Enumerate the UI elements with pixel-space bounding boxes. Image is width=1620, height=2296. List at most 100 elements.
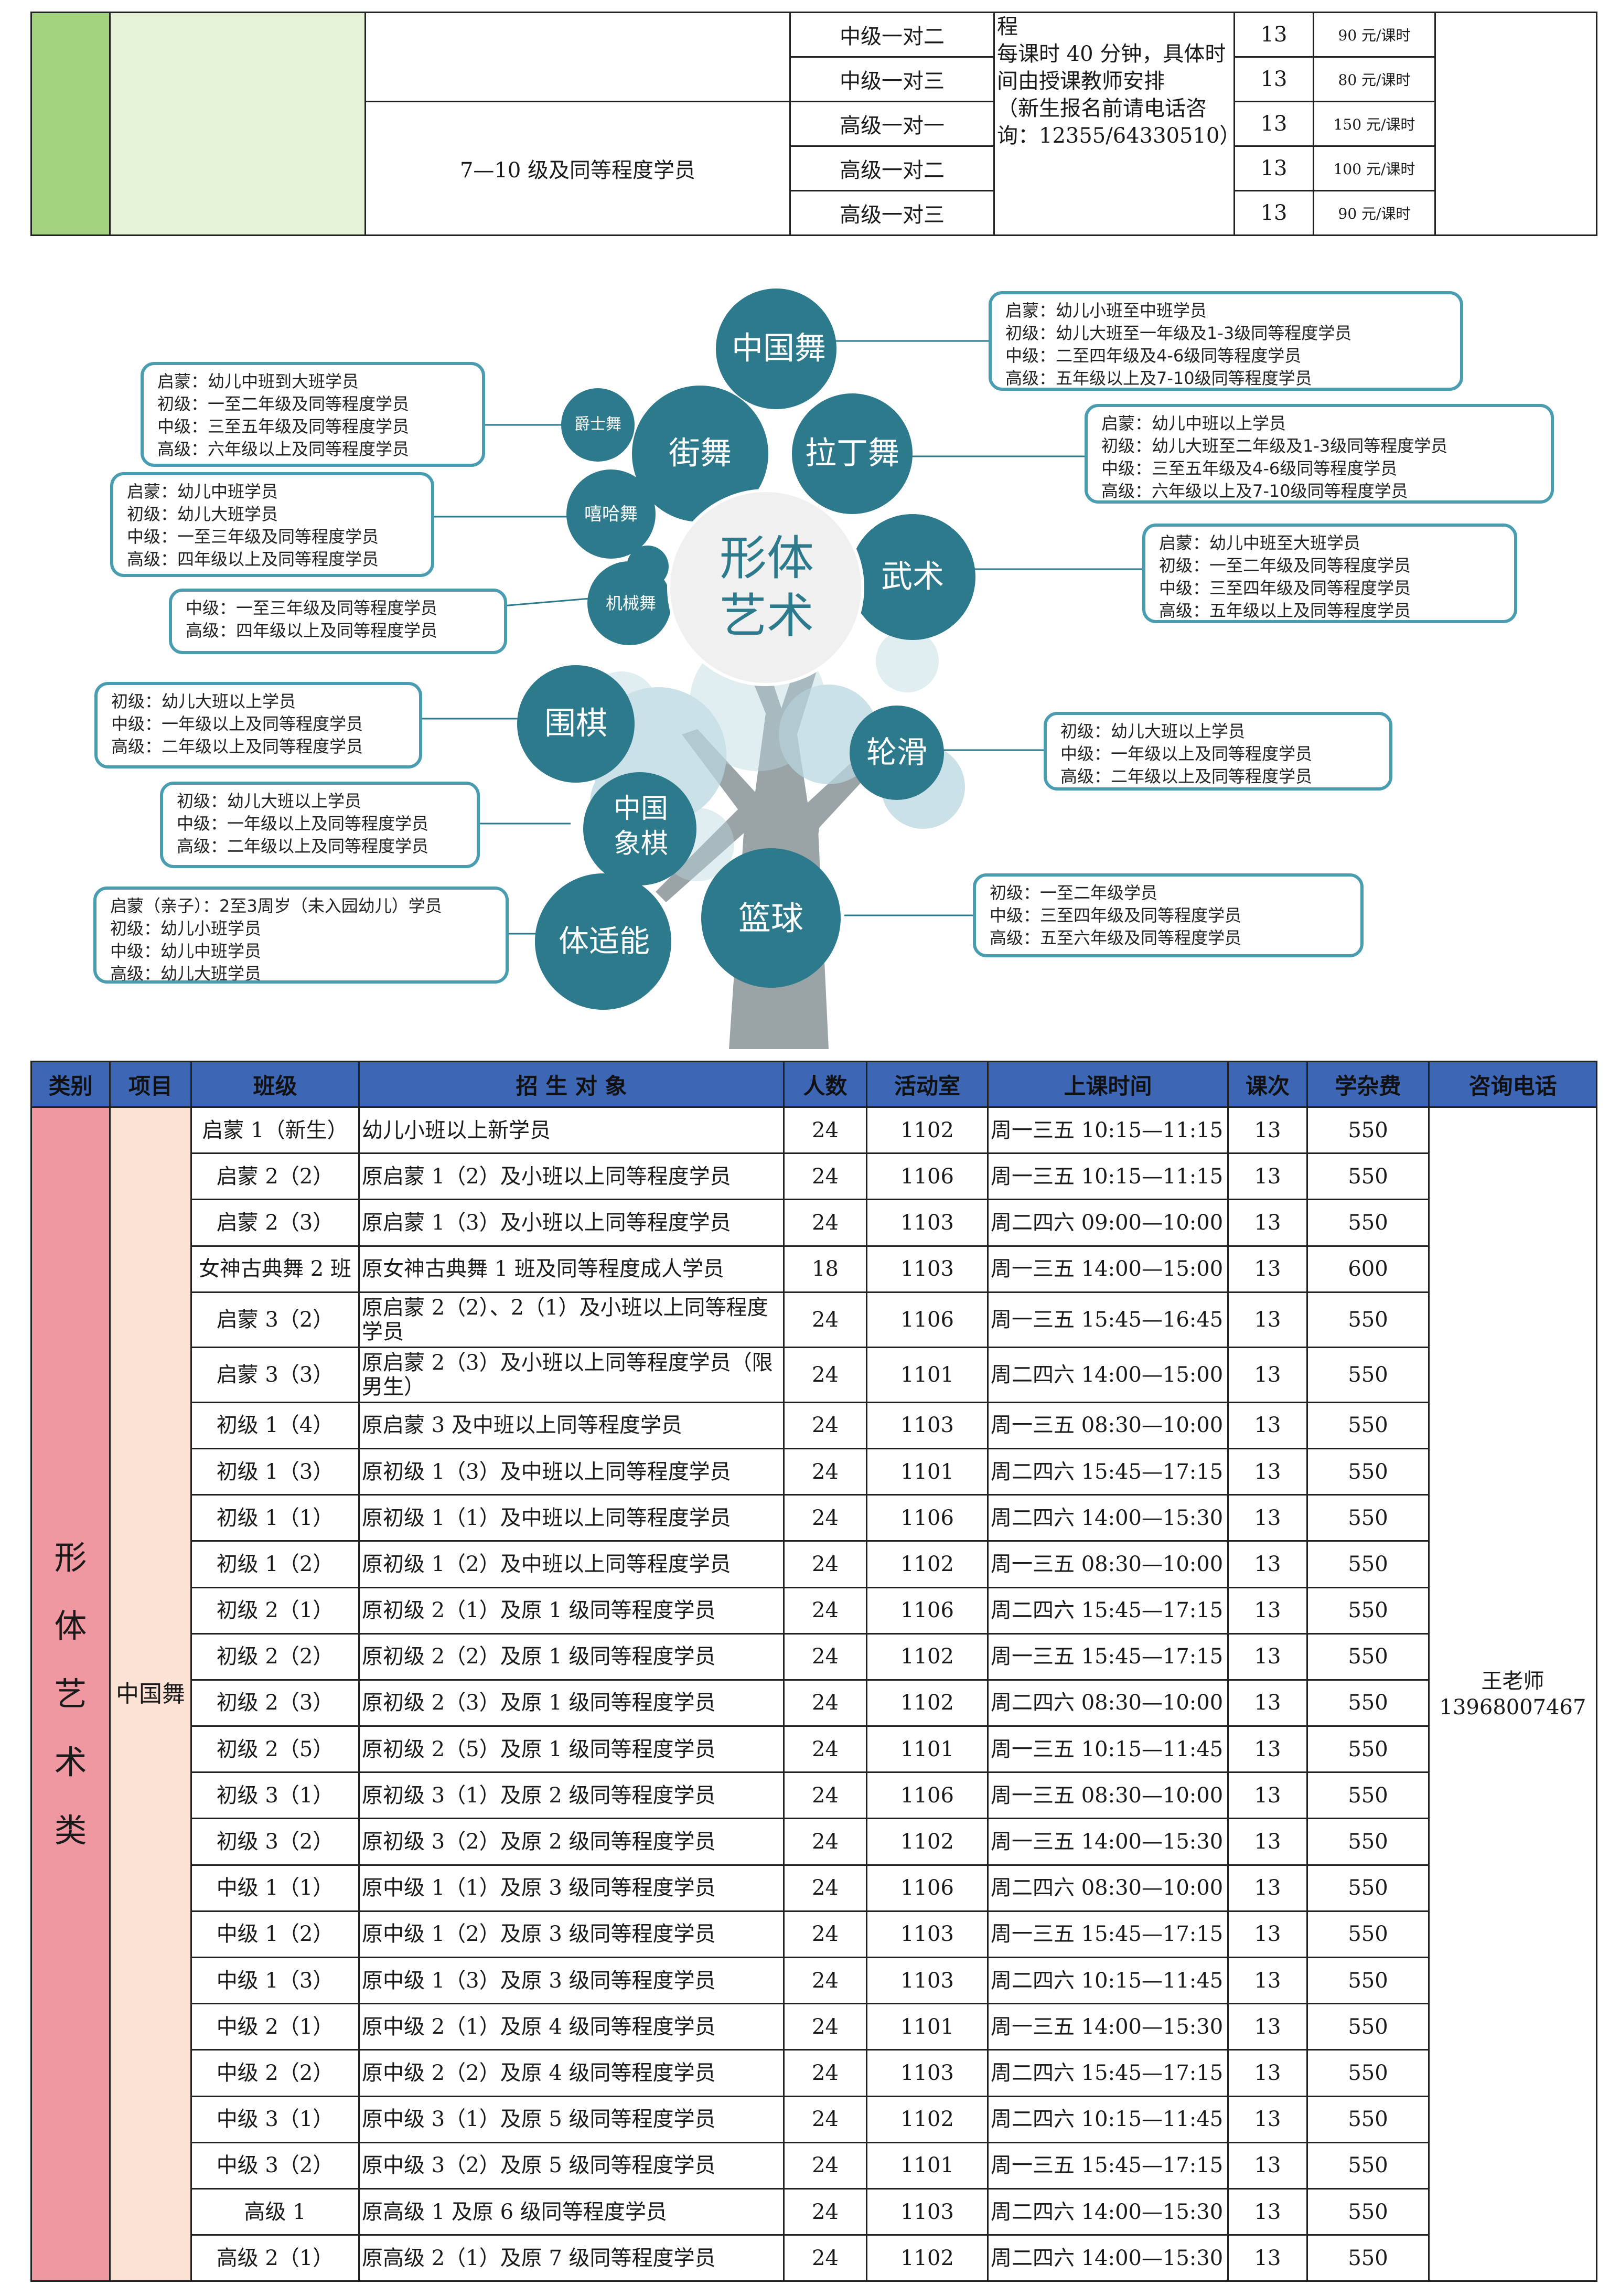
fee-cell: 550: [1306, 1199, 1430, 1247]
contact-name: 王老师: [1481, 1669, 1544, 1693]
top-class-cell: 高级一对一: [789, 101, 995, 147]
box-line: 初级：幼儿大班以上学员: [177, 791, 362, 811]
circle-xiangqi: [583, 772, 696, 885]
box-line: 高级：二年级以上及同等程度学员: [1060, 766, 1313, 786]
fee-cell: 550: [1306, 1346, 1430, 1403]
count-cell: 24: [783, 1494, 867, 1542]
time-cell: 周二四六 14:00—15:30: [987, 2234, 1229, 2282]
category-char: 类: [54, 1811, 87, 1850]
room-cell: 1103: [866, 1401, 989, 1449]
target-cell: 幼儿小班以上新学员: [358, 1106, 785, 1155]
class-cell: 中级 3（2）: [190, 2141, 360, 2190]
sessions-cell: 13: [1227, 1494, 1308, 1542]
count-cell: 24: [783, 2003, 867, 2051]
class-cell: 高级 2（1）: [190, 2234, 360, 2282]
class-cell: 中级 1（1）: [190, 1864, 360, 1912]
fee-cell: 550: [1306, 1106, 1430, 1155]
class-cell: 初级 1（1）: [190, 1494, 360, 1542]
count-cell: 24: [783, 1291, 867, 1348]
mindmap-graphic: 形体 艺术 中国舞 街舞 拉丁舞 爵士舞 嘻哈舞 机械舞 武术 围棋 轮滑 中国…: [420, 289, 1142, 1049]
class-cell: 初级 3（1）: [190, 1771, 360, 1820]
class-cell: 启蒙 1（新生）: [190, 1106, 360, 1155]
sessions-cell: 13: [1227, 1956, 1308, 2005]
box-line: 高级：五至六年级及同等程度学员: [990, 928, 1242, 948]
category-char: 形: [54, 1538, 87, 1577]
class-cell: 中级 2（2）: [190, 2049, 360, 2097]
top-fee-cell: 80 元/课时: [1313, 56, 1436, 102]
fee-cell: 550: [1306, 1956, 1430, 2005]
count-cell: 24: [783, 2187, 867, 2236]
label-martial: 武术: [881, 559, 944, 595]
sessions-cell: 13: [1227, 1725, 1308, 1774]
box-line: 高级：四年级以上及同等程度学员: [186, 621, 438, 640]
time-cell: 周一三五 10:15—11:15: [987, 1106, 1229, 1155]
contact-phone[interactable]: 13968007467: [1439, 1695, 1586, 1720]
class-cell: 中级 2（1）: [190, 2003, 360, 2051]
count-cell: 24: [783, 1771, 867, 1820]
fee-cell: 550: [1306, 2234, 1430, 2282]
top-class-cell: 中级一对二: [789, 12, 995, 58]
room-cell: 1101: [866, 1725, 989, 1774]
time-cell: 周一三五 15:45—16:45: [987, 1291, 1229, 1348]
box-line: 中级：一年级以上及同等程度学员: [1060, 744, 1313, 764]
top-class-cell: 高级一对三: [789, 190, 995, 236]
sessions-cell: 13: [1227, 1291, 1308, 1348]
class-cell: 初级 2（5）: [190, 1725, 360, 1774]
count-cell: 24: [783, 2234, 867, 2282]
sessions-cell: 13: [1227, 1910, 1308, 1959]
count-cell: 24: [783, 1199, 867, 1247]
box-line: 中级：三至五年级及4-6级同等程度学员: [1101, 458, 1398, 478]
sessions-cell: 13: [1227, 2049, 1308, 2097]
room-cell: 1106: [866, 1152, 989, 1201]
time-cell: 周二四六 10:15—11:45: [987, 1956, 1229, 2005]
time-cell: 周二四六 15:45—17:15: [987, 2049, 1229, 2097]
box-line: 高级：二年级以上及同等程度学员: [177, 836, 429, 856]
box-line: 初级：幼儿大班学员: [127, 504, 278, 524]
fee-cell: 550: [1306, 2049, 1430, 2097]
time-cell: 周一三五 10:15—11:45: [987, 1725, 1229, 1774]
box-line: 初级：幼儿小班学员: [110, 919, 262, 938]
label-skating: 轮滑: [866, 734, 927, 770]
sessions-cell: 13: [1227, 1586, 1308, 1635]
category-char: 术: [54, 1743, 87, 1781]
fee-cell: 550: [1306, 1864, 1430, 1912]
time-cell: 周二四六 14:00—15:30: [987, 1494, 1229, 1542]
box-line: 启蒙：幼儿中班到大班学员: [157, 371, 359, 391]
sessions-cell: 13: [1227, 2187, 1308, 2236]
sessions-cell: 13: [1227, 1401, 1308, 1449]
circle-jazz: [561, 388, 635, 462]
top-class-cell: 高级一对二: [789, 145, 995, 191]
circle-mechanical-small: [627, 546, 669, 588]
box-line: 启蒙（亲子）：2至3周岁（未入园幼儿）学员: [110, 896, 442, 916]
time-cell: 周二四六 10:15—11:45: [987, 2095, 1229, 2143]
top-fee-cell: 90 元/课时: [1313, 190, 1436, 236]
target-cell: 原启蒙 2（2）、2（1）及小班以上同等程度学员: [358, 1291, 785, 1348]
time-cell: 周一三五 14:00—15:00: [987, 1245, 1229, 1293]
target-cell: 原初级 2（5）及原 1 级同等程度学员: [358, 1725, 785, 1774]
sessions-cell: 13: [1227, 1106, 1308, 1155]
sessions-cell: 13: [1227, 1245, 1308, 1293]
class-cell: 初级 1（2）: [190, 1540, 360, 1588]
box-mechanical: 中级：一至三年级及同等程度学员高级：四年级以上及同等程度学员: [169, 589, 507, 654]
count-cell: 24: [783, 1540, 867, 1588]
target-cell: 原启蒙 2（3）及小班以上同等程度学员（限男生）: [358, 1346, 785, 1403]
room-cell: 1103: [866, 1245, 989, 1293]
box-line: 中级：一至三年级及同等程度学员: [186, 598, 438, 618]
target-cell: 原中级 1（3）及原 3 级同等程度学员: [358, 1956, 785, 2005]
label-mechanical: 机械舞: [606, 593, 656, 613]
class-cell: 启蒙 2（3）: [190, 1199, 360, 1247]
box-line: 中级：三至四年级及同等程度学员: [1159, 578, 1411, 598]
sessions-cell: 13: [1227, 1152, 1308, 1201]
label-latin-dance: 拉丁舞: [805, 435, 899, 472]
